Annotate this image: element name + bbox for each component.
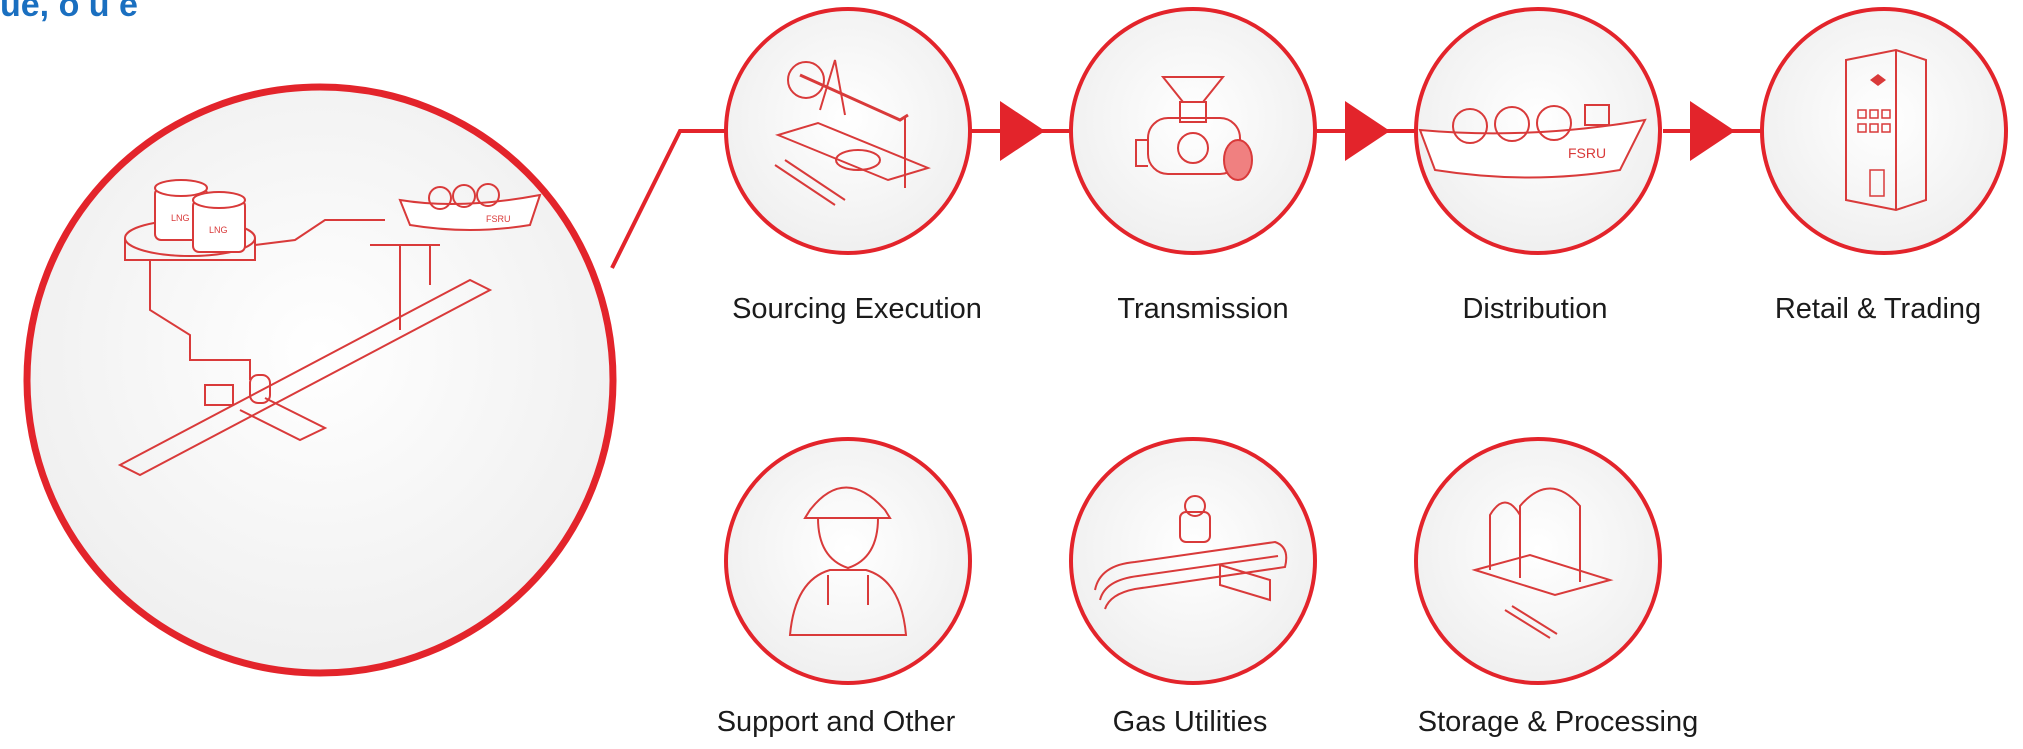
worker-hardhat-icon [724,437,972,685]
pipeline-valve-icon [1069,7,1317,255]
stage-label-distribution: Distribution [1462,293,1608,325]
gas-pipe-manifold-icon [1069,437,1317,685]
stage-label-sourcing-execution: Sourcing Execution [732,293,982,325]
office-building-icon [1760,7,2008,255]
fsru-ship-icon: FSRU [1414,7,1662,255]
lng-terminal-overview-icon: LNG LNG FSRU [23,83,617,677]
flow-arrow-2 [1317,101,1415,161]
connector-line [610,129,725,269]
tank-label-1: LNG [171,213,190,223]
oil-pump-jack-icon [724,7,972,255]
stage-label-support-and-other: Support and Other [716,706,956,738]
flow-arrow-3 [1663,101,1763,161]
stage-label-storage-processing: Storage & Processing [1417,706,1699,738]
storage-tanks-icon [1414,437,1662,685]
ship-label: FSRU [486,214,511,224]
stage-label-gas-utilities: Gas Utilities [1112,706,1268,738]
fsru-label: FSRU [1568,145,1606,161]
stage-label-retail-trading: Retail & Trading [1774,293,1982,325]
stage-label-transmission: Transmission [1117,293,1289,325]
flow-arrow-1 [970,101,1070,161]
page-title: ue, o u e [0,0,138,24]
tank-label-2: LNG [209,225,228,235]
